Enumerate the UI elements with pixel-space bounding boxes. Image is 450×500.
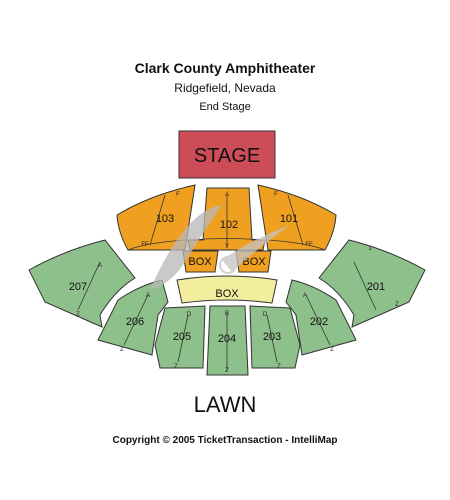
box-middle-label: BOX xyxy=(215,288,239,300)
section-204[interactable]: 204 B Z xyxy=(206,305,249,376)
section-204-label: 204 xyxy=(218,333,236,345)
section-101[interactable]: 101 F FF xyxy=(257,184,337,251)
section-207-row-first: A xyxy=(98,263,102,269)
stage-block xyxy=(178,130,276,179)
section-205[interactable]: 205 D Z xyxy=(154,305,206,370)
section-202[interactable]: 202 A Z xyxy=(285,279,357,356)
lawn-label: LAWN xyxy=(193,392,257,417)
stage-type: End Stage xyxy=(199,101,251,113)
stage: STAGE xyxy=(178,130,276,179)
section-207-row-last: Z xyxy=(76,312,80,318)
section-203-row-first: D xyxy=(263,312,268,318)
section-206-row-last: Z xyxy=(120,347,124,353)
section-102-row-first: A xyxy=(225,192,229,198)
section-101-row-first: F xyxy=(274,192,278,198)
box-right-label: BOX xyxy=(242,256,266,268)
section-206-row-first: A xyxy=(146,293,150,299)
section-102[interactable]: 102 A Y xyxy=(187,187,266,251)
box-left[interactable]: BOX xyxy=(182,250,219,273)
section-103-row-first: F xyxy=(176,192,180,198)
section-201-label: 201 xyxy=(367,281,385,293)
section-101-row-last: FF xyxy=(305,242,313,248)
section-202-label: 202 xyxy=(310,316,328,328)
section-204-row-first: B xyxy=(225,311,229,317)
section-205-label: 205 xyxy=(173,331,191,343)
venue-title: Clark County Amphitheater xyxy=(134,60,316,76)
section-103-row-last: FF xyxy=(141,242,149,248)
watermark-logo xyxy=(150,205,290,290)
section-102-row-last: Y xyxy=(225,244,229,250)
section-207[interactable]: 207 A Z xyxy=(28,239,136,328)
section-202-row-last: Z xyxy=(330,347,334,353)
section-201[interactable]: 201 1 Z xyxy=(318,239,426,328)
section-201-row-first: 1 xyxy=(368,246,372,252)
box-middle[interactable]: BOX xyxy=(176,275,278,304)
section-205-row-last: Z xyxy=(174,364,178,370)
section-204-row-last: Z xyxy=(225,368,229,374)
box-left-label: BOX xyxy=(188,256,212,268)
section-206-label: 206 xyxy=(126,316,144,328)
section-102-label: 102 xyxy=(220,219,238,231)
section-202-row-first: A xyxy=(303,293,307,299)
section-103-label: 103 xyxy=(156,213,174,225)
section-203-label: 203 xyxy=(263,331,281,343)
section-101-label: 101 xyxy=(280,213,298,225)
section-201-row-last: Z xyxy=(395,302,399,308)
section-207-label: 207 xyxy=(69,281,87,293)
section-203[interactable]: 203 D Z xyxy=(249,305,301,370)
copyright-text: Copyright © 2005 TicketTransaction - Int… xyxy=(112,435,338,446)
section-203-row-last: Z xyxy=(277,364,281,370)
venue-location: Ridgefield, Nevada xyxy=(174,81,276,95)
stage-label: STAGE xyxy=(194,145,260,167)
section-205-row-first: D xyxy=(187,312,192,318)
